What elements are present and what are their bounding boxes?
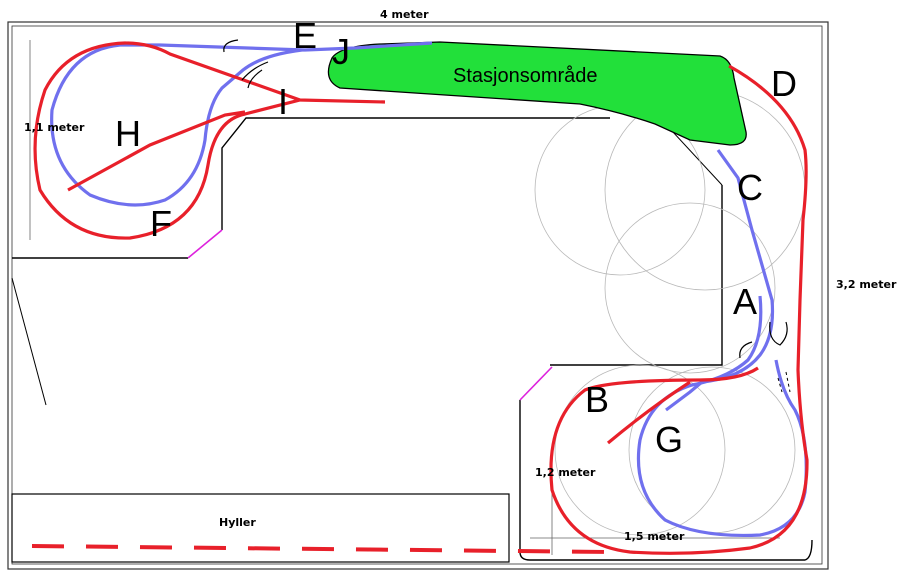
turnout-mark — [241, 61, 269, 81]
guide-circle — [554, 364, 726, 536]
shelf-dashed-line — [31, 544, 611, 554]
label-j: J — [332, 31, 350, 72]
dim-top-width: 4 meter — [380, 8, 429, 21]
dim-left-height: 1,1 meter — [24, 121, 85, 134]
red-track-b-spur — [606, 380, 691, 445]
blue-track-turnout — [665, 380, 704, 412]
magenta-marker-right — [519, 366, 553, 401]
turnout-mark — [739, 341, 753, 359]
label-e: E — [293, 15, 317, 56]
label-i: I — [278, 81, 288, 122]
room-inner-wall — [11, 25, 823, 565]
room-outer-wall — [7, 21, 829, 570]
station-label: Stasjonsområde — [453, 65, 598, 87]
turnout-mark — [769, 321, 788, 346]
red-track-h-spur — [67, 110, 246, 192]
turnout-mark — [247, 69, 263, 89]
label-h: H — [115, 113, 141, 154]
label-a: A — [733, 281, 757, 322]
magenta-marker-left — [187, 229, 223, 259]
red-track-right-loop — [549, 64, 809, 555]
layout-board-outline — [12, 117, 813, 561]
left-wall-line — [11, 277, 47, 406]
shelf-box — [11, 493, 510, 563]
label-b: B — [585, 379, 609, 420]
turnout-marks — [223, 39, 788, 359]
label-g: G — [655, 419, 683, 460]
turnout-mark — [223, 39, 239, 53]
station-area — [327, 41, 747, 146]
dim-bottom-right-height: 1,2 meter — [535, 466, 596, 479]
guide-circle — [604, 202, 776, 374]
guide-circles — [534, 89, 806, 536]
shelf-label: Hyller — [219, 516, 256, 529]
red-track-left-loop — [33, 41, 386, 240]
label-f: F — [150, 203, 172, 244]
label-c: C — [737, 167, 763, 208]
label-d: D — [771, 63, 797, 104]
dim-right-height: 3,2 meter — [836, 278, 897, 291]
dim-bottom-right-width: 1,5 meter — [624, 530, 685, 543]
dashed-mark — [777, 371, 791, 393]
blue-track-loop-left — [50, 41, 433, 207]
